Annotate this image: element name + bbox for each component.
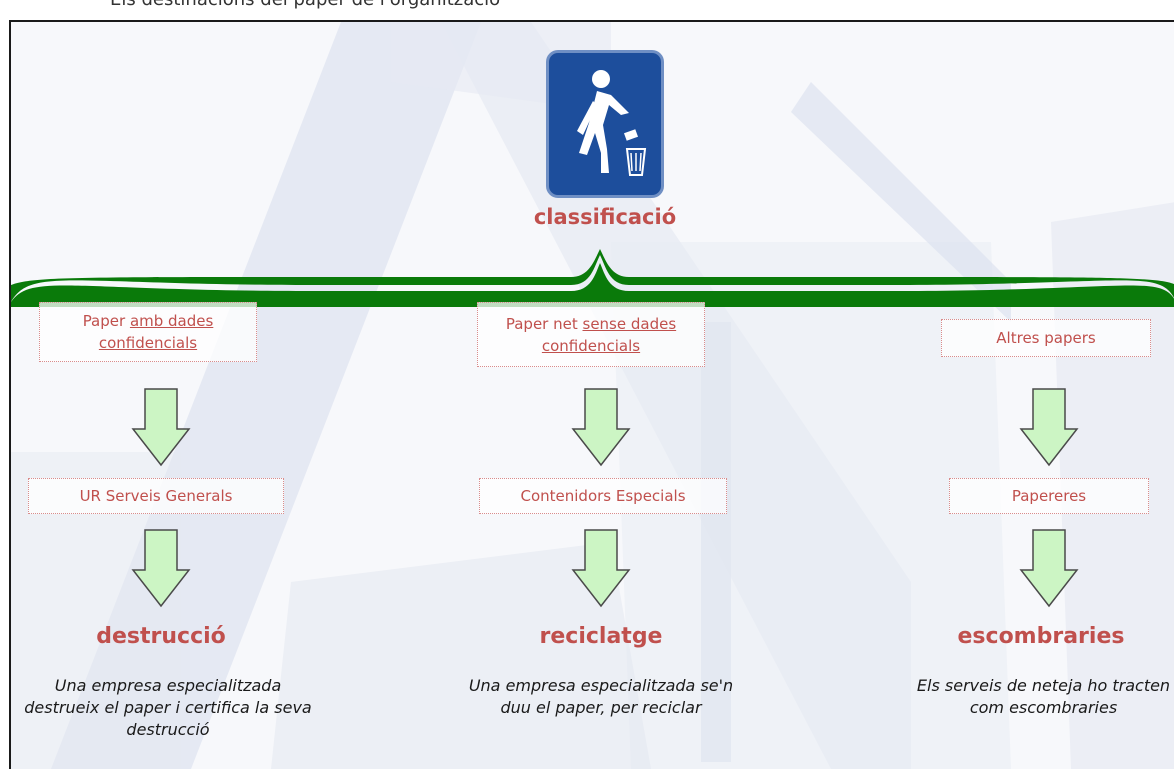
root-title: classificació <box>533 205 677 229</box>
arrow-down-icon <box>131 529 191 608</box>
outcome-title-recycling: reciclatge <box>539 624 663 649</box>
top-strip: Els destinacions del paper de l'organitz… <box>0 0 1174 20</box>
source-text-prefix: Paper net <box>505 314 583 333</box>
outcome-title-trash: escombraries <box>957 624 1125 649</box>
handler-box-general-services: UR Serveis Generals <box>28 478 284 514</box>
handler-text: UR Serveis Generals <box>79 487 233 505</box>
branch-brace <box>11 249 1174 307</box>
source-box-clean-paper: Paper net sense dades confidencials <box>477 302 705 367</box>
source-text-prefix: Altres papers <box>996 329 1096 347</box>
arrow-down-icon <box>571 529 631 608</box>
diagram-frame: classificació Paper amb dades confidenci… <box>9 20 1174 769</box>
arrow-down-icon <box>1019 388 1079 467</box>
source-text-prefix: Paper <box>82 312 130 330</box>
source-text-underlined: sense dades confidencials <box>541 314 677 355</box>
handler-text: Papereres <box>1011 487 1087 505</box>
arrow-down-icon <box>1019 529 1079 608</box>
trash-can-person-icon <box>546 50 664 198</box>
outcome-title-destruction: destrucció <box>96 624 226 649</box>
handler-text: Contenidors Especials <box>520 487 686 505</box>
arrow-down-icon <box>571 388 631 467</box>
outcome-description: Una empresa especialitzada destrueix el … <box>24 676 312 739</box>
outcome-description: Una empresa especialitzada se'n duu el p… <box>468 676 734 717</box>
handler-box-special-containers: Contenidors Especials <box>479 478 727 514</box>
arrow-down-icon <box>131 388 191 467</box>
source-box-other-papers: Altres papers <box>941 319 1151 357</box>
outcome-description: Els serveis de neteja ho tracten com esc… <box>916 676 1171 717</box>
header-fragment: Els destinacions del paper de l'organitz… <box>110 0 500 10</box>
source-text-underlined: amb dades confidencials <box>98 312 214 352</box>
handler-box-bins: Papereres <box>949 478 1149 514</box>
source-box-confidential: Paper amb dades confidencials <box>39 302 257 362</box>
